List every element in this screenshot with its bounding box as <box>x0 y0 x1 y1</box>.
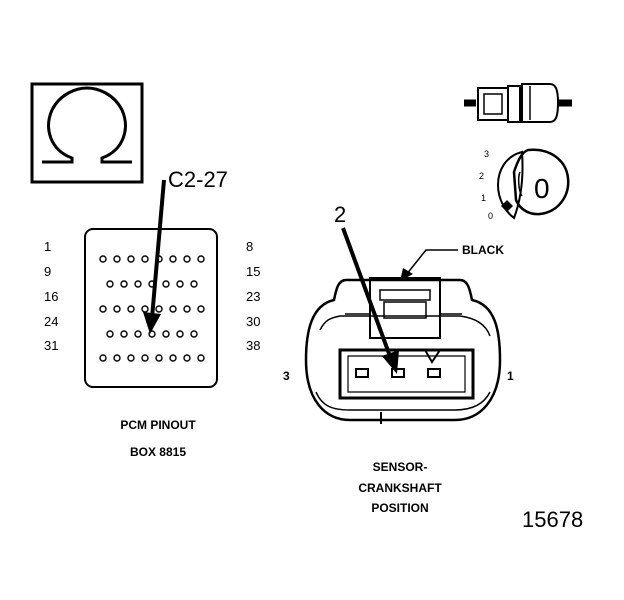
pcm-pin <box>197 354 205 362</box>
pcm-pin <box>127 305 135 313</box>
pcm-pin <box>120 330 128 338</box>
pcm-pin <box>183 354 191 362</box>
pin-2-arrow <box>341 227 399 374</box>
sensor-pin-right-label: 1 <box>507 369 514 383</box>
pcm-pin <box>190 280 198 288</box>
pcm-pin <box>141 255 149 263</box>
sensor-caption-line2: CRANKSHAFT <box>358 481 442 495</box>
pcm-pin <box>141 305 149 313</box>
c2-27-arrow <box>143 179 166 334</box>
key-value: 0 <box>534 173 550 204</box>
sensor-terminal-3 <box>355 368 369 378</box>
pcm-pin <box>113 255 121 263</box>
pcm-pin <box>134 280 142 288</box>
pcm-pin <box>99 305 107 313</box>
sensor-terminal-1 <box>427 368 441 378</box>
sensor-latch <box>369 277 441 339</box>
key-scale-icon: 3 2 1 0 0 <box>479 148 570 221</box>
pcm-pin <box>113 305 121 313</box>
pin-2-label: 2 <box>334 202 346 227</box>
pcm-row-labels-right: 8 15 23 30 38 <box>246 239 260 353</box>
sensor-caption-line3: POSITION <box>371 501 428 515</box>
key-tick-2: 2 <box>479 171 484 181</box>
pcm-pin <box>169 255 177 263</box>
pcm-pin <box>162 330 170 338</box>
pcm-pin <box>127 255 135 263</box>
pcm-pin <box>197 255 205 263</box>
pcm-row-label-left: 31 <box>44 338 58 353</box>
pcm-pin <box>183 255 191 263</box>
pcm-row-label-right: 30 <box>246 314 260 329</box>
pcm-caption-line1: PCM PINOUT <box>120 418 196 432</box>
pcm-row-label-right: 23 <box>246 289 260 304</box>
pcm-pin <box>113 354 121 362</box>
key-tick-1: 1 <box>481 193 486 203</box>
pcm-pin <box>106 330 114 338</box>
sensor-terminal-2 <box>391 368 405 378</box>
pcm-row-label-right: 8 <box>246 239 253 254</box>
key-tick-3: 3 <box>484 149 489 159</box>
pcm-pin <box>162 280 170 288</box>
sensor-connector-outer <box>304 278 502 422</box>
pcm-pin <box>120 280 128 288</box>
pcm-connector-body <box>84 228 218 388</box>
pcm-row-label-left: 16 <box>44 289 58 304</box>
pcm-pinout: 1 9 16 24 31 8 15 23 30 38 PCM PINOUT BOX 8815 <box>44 228 260 459</box>
ohm-icon <box>42 86 132 164</box>
pcm-pin <box>99 354 107 362</box>
pcm-row-label-right: 38 <box>246 338 260 353</box>
pcm-pin <box>183 305 191 313</box>
pcm-pin <box>141 354 149 362</box>
pcm-row-labels-left: 1 9 16 24 31 <box>44 239 58 353</box>
pcm-pin <box>155 305 163 313</box>
sensor-pin-left-label: 3 <box>283 369 290 383</box>
pcm-row-label-right: 15 <box>246 264 260 279</box>
pcm-pin <box>176 330 184 338</box>
pcm-row-label-left: 24 <box>44 314 58 329</box>
pcm-pin <box>176 280 184 288</box>
pcm-pin <box>169 305 177 313</box>
ohm-symbol-box <box>30 82 144 184</box>
pcm-pin <box>127 354 135 362</box>
pcm-caption-line2: BOX 8815 <box>130 445 186 459</box>
wire-color-label: BLACK <box>462 243 504 257</box>
pcm-row-label-left: 9 <box>44 264 51 279</box>
pcm-pin <box>148 280 156 288</box>
pcm-pin-grid <box>99 255 205 362</box>
wire-color-leader <box>405 249 458 276</box>
pcm-pin <box>155 255 163 263</box>
sensor-cavity <box>338 348 475 400</box>
c2-27-label: C2-27 <box>168 167 228 192</box>
pcm-pin <box>99 255 107 263</box>
pcm-pin <box>197 305 205 313</box>
pcm-pin <box>148 330 156 338</box>
pcm-pin <box>169 354 177 362</box>
pcm-row-label-left: 1 <box>44 239 51 254</box>
key-tick-0: 0 <box>488 211 493 221</box>
figure-number: 15678 <box>522 507 583 532</box>
pcm-pin <box>155 354 163 362</box>
pcm-pin <box>134 330 142 338</box>
sensor-caption-line1: SENSOR- <box>373 460 428 474</box>
pcm-pin <box>106 280 114 288</box>
sensor-connector: BLACK 3 1 SENSOR- CRANKSHAFT POSITION <box>283 243 514 515</box>
connector-halves-icon <box>464 83 572 123</box>
pcm-pin <box>190 330 198 338</box>
